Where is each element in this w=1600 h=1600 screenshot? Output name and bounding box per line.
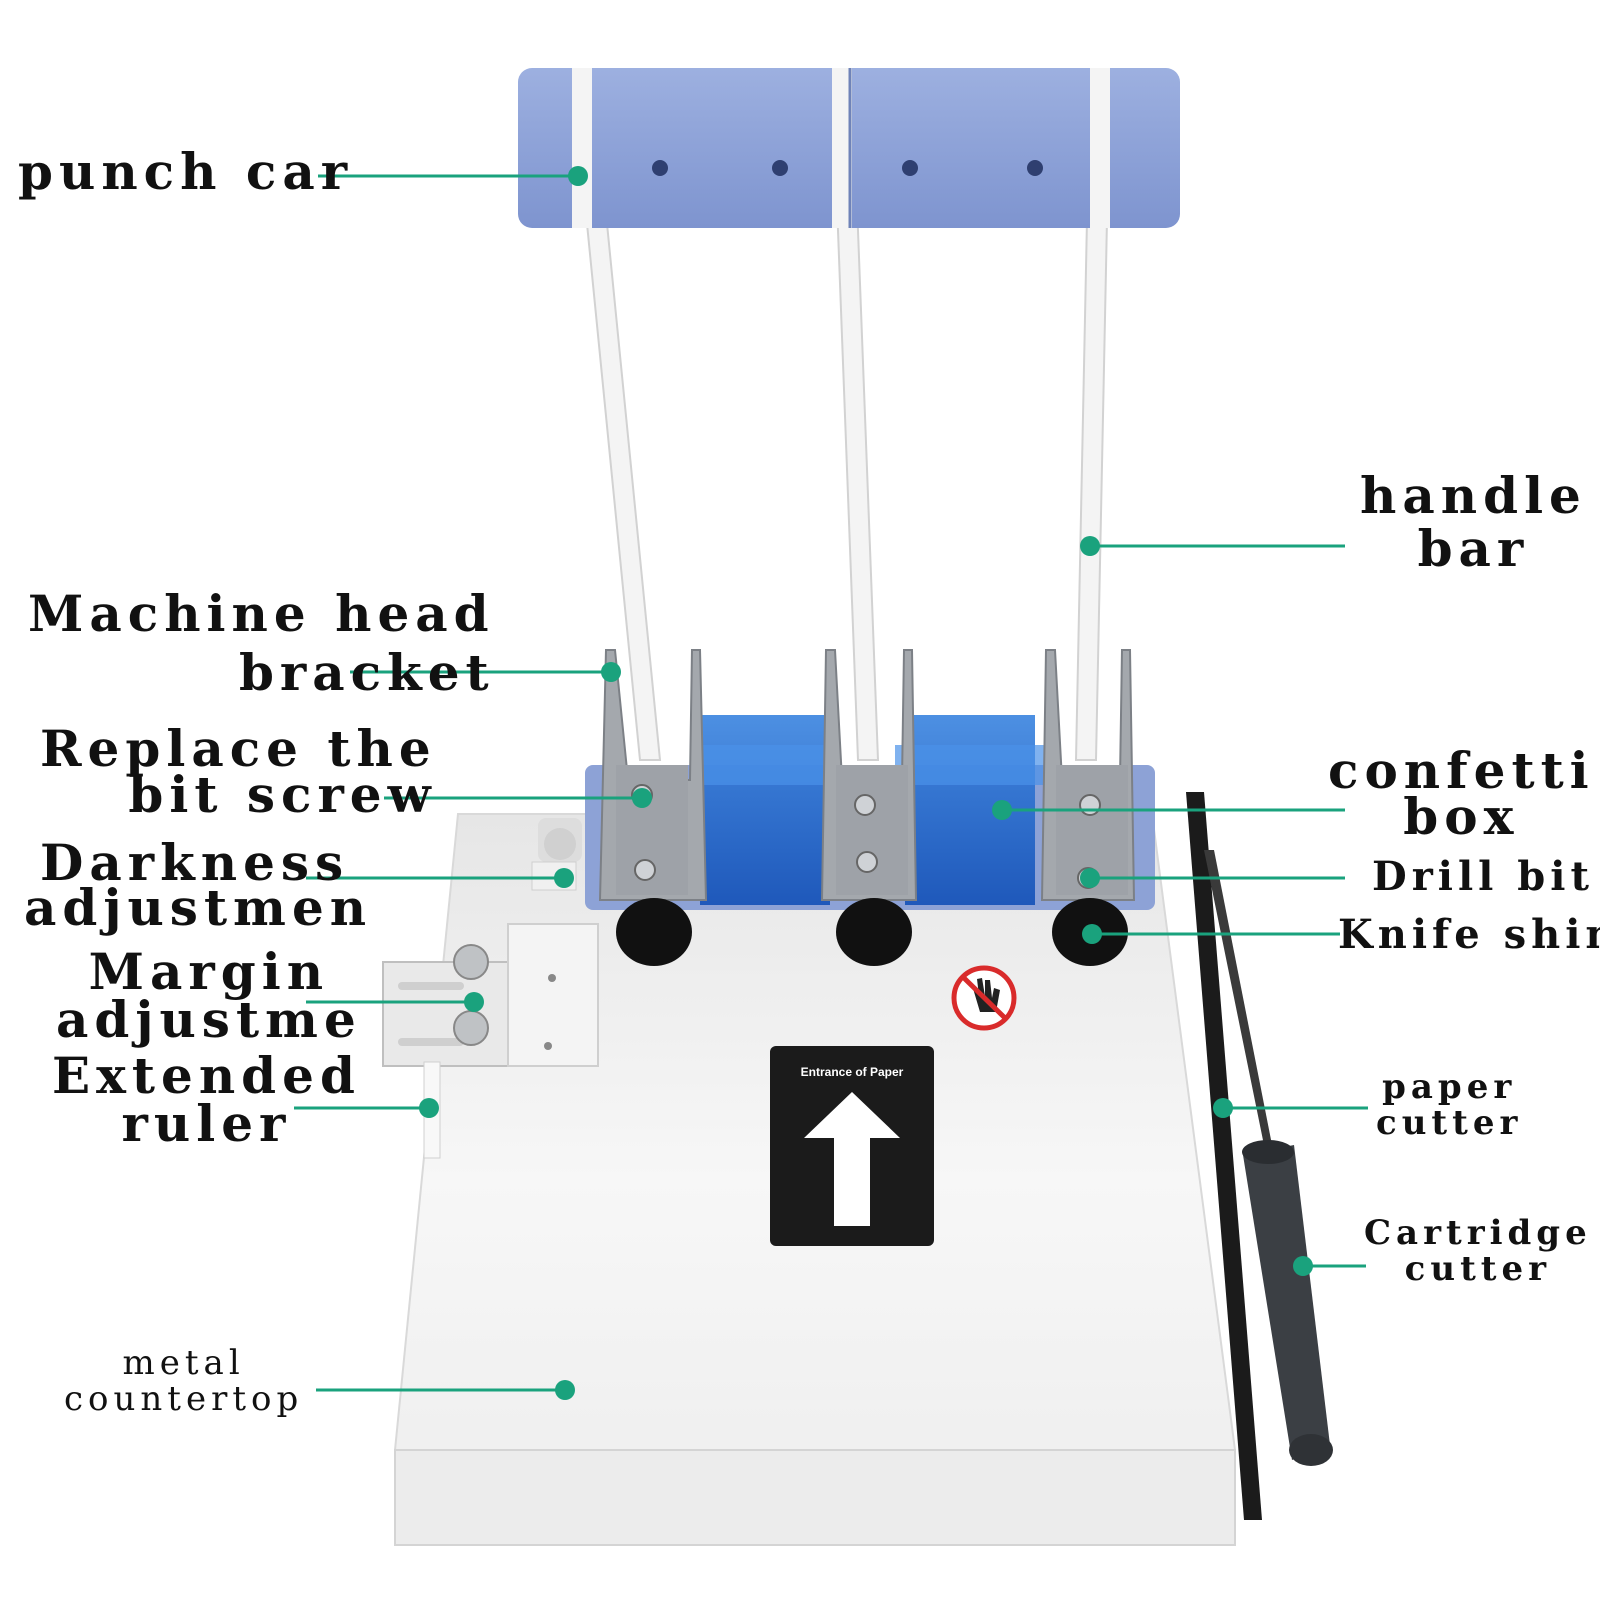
leader-metal-countertop bbox=[316, 1380, 575, 1400]
leader-machine-head-bracket bbox=[350, 662, 621, 682]
label-confetti-box: confetti box bbox=[1328, 741, 1595, 846]
label-punch-car: punch car bbox=[18, 142, 354, 201]
machine-head-brackets bbox=[598, 649, 1136, 901]
leader-drill-bit bbox=[1080, 868, 1345, 888]
confetti-boxes bbox=[690, 715, 1045, 905]
leader-lines bbox=[294, 166, 1368, 1400]
bracket-2 bbox=[820, 649, 918, 901]
leader-extended-ruler bbox=[294, 1098, 439, 1118]
leader-confetti-box bbox=[992, 800, 1345, 820]
paper-cutter-rail bbox=[1186, 792, 1274, 1520]
leader-handle-bar bbox=[1080, 536, 1345, 556]
label-darkness-adjustment: Darkness adjustmen bbox=[24, 833, 373, 937]
bracket-1 bbox=[598, 649, 708, 901]
leader-darkness-adjustment bbox=[306, 868, 574, 888]
entrance-sign-text: Entrance of Paper bbox=[801, 1065, 904, 1079]
darkness-adjustment-knob bbox=[531, 818, 582, 891]
label-cartridge-cutter: Cartridge cutter bbox=[1364, 1213, 1592, 1289]
punch-car bbox=[518, 68, 1180, 228]
leader-knife-shim bbox=[1082, 924, 1340, 944]
leader-margin-adjustment bbox=[306, 992, 484, 1012]
label-replace-bit-screw: Replace the bit screw bbox=[40, 719, 437, 824]
label-paper-cutter: paper cutter bbox=[1376, 1067, 1523, 1143]
arrow-up-icon bbox=[804, 1092, 900, 1226]
handle-bars bbox=[570, 71, 1112, 761]
label-handle-bar: handle bar bbox=[1360, 466, 1587, 578]
no-hands-icon bbox=[951, 965, 1017, 1031]
label-margin-adjustment: Margin adjustme bbox=[56, 942, 362, 1049]
label-metal-countertop: metal countertop bbox=[64, 1343, 304, 1419]
label-machine-head-bracket: Machine head bracket bbox=[28, 584, 495, 702]
label-drill-bit: Drill bit bbox=[1372, 853, 1594, 900]
label-knife-shim: Knife shim bbox=[1338, 911, 1600, 958]
leader-cartridge-cutter bbox=[1293, 1256, 1366, 1276]
entrance-sign: Entrance of Paper bbox=[770, 1046, 934, 1246]
leader-paper-cutter bbox=[1213, 1098, 1368, 1118]
label-extended-ruler: Extended ruler bbox=[52, 1046, 361, 1153]
cartridge-cutter-handle bbox=[1242, 1140, 1333, 1466]
margin-adjustment-plate bbox=[382, 923, 599, 1159]
leader-punch-car bbox=[318, 166, 588, 186]
leader-replace-bit-screw bbox=[384, 788, 652, 808]
